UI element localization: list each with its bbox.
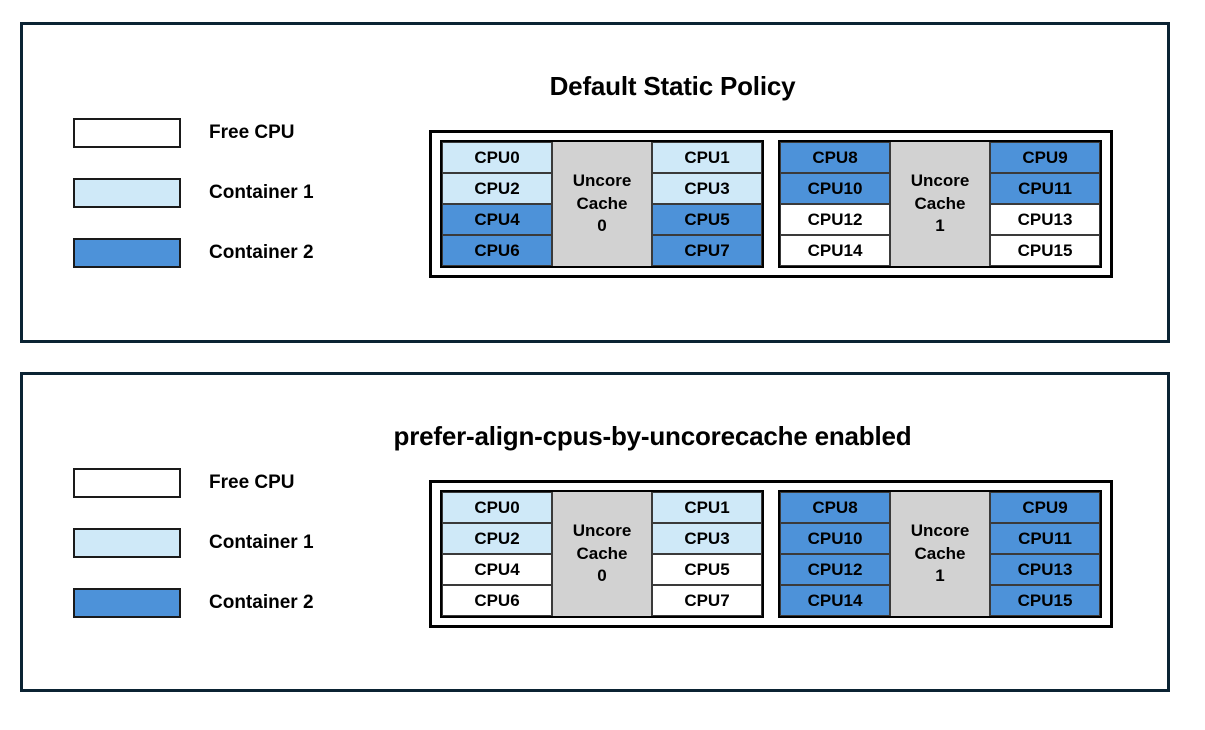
legend-label-free-cpu: Free CPU (209, 472, 295, 493)
uncore-cache-line1: Uncore (572, 521, 632, 541)
cpu-cell: CPU1 (652, 142, 762, 173)
legend: Free CPU Container 1 Container 2 (73, 118, 314, 268)
uncore-cache-line2: Cache (576, 543, 628, 563)
cpu-column-right: CPU9 CPU11 CPU13 CPU15 (990, 142, 1100, 266)
cpu-cell: CPU1 (652, 492, 762, 523)
cpu-cell: CPU5 (652, 204, 762, 235)
cpu-column-left: CPU0 CPU2 CPU4 CPU6 (442, 492, 552, 616)
cpu-cell: CPU15 (990, 235, 1100, 266)
uncore-cache-label: Uncore Cache 0 (552, 492, 652, 616)
cpu-cell: CPU14 (780, 585, 890, 616)
legend-item-free-cpu: Free CPU (73, 118, 314, 148)
cpu-column-left: CPU8 CPU10 CPU12 CPU14 (780, 142, 890, 266)
legend-label-container-1: Container 1 (209, 182, 314, 203)
uncore-cache-label: Uncore Cache 0 (552, 142, 652, 266)
cpu-cell: CPU12 (780, 554, 890, 585)
cpu-cell: CPU8 (780, 142, 890, 173)
legend-label-container-1: Container 1 (209, 532, 314, 553)
legend-item-container-2: Container 2 (73, 588, 314, 618)
cpu-cell: CPU13 (990, 554, 1100, 585)
uncore-cache-group-1: CPU8 CPU10 CPU12 CPU14 Uncore Cache 1 CP… (778, 140, 1102, 268)
legend-item-container-1: Container 1 (73, 528, 314, 558)
cpu-cell: CPU4 (442, 204, 552, 235)
legend-swatch-container-2 (73, 588, 181, 618)
legend-item-free-cpu: Free CPU (73, 468, 314, 498)
cpu-cell: CPU3 (652, 523, 762, 554)
cpu-topology-diagram: CPU0 CPU2 CPU4 CPU6 Uncore Cache 0 CPU1 … (429, 130, 1113, 278)
cpu-column-right: CPU9 CPU11 CPU13 CPU15 (990, 492, 1100, 616)
legend-swatch-container-2 (73, 238, 181, 268)
cpu-cell: CPU7 (652, 235, 762, 266)
cpu-cell: CPU13 (990, 204, 1100, 235)
cpu-cell: CPU2 (442, 173, 552, 204)
cpu-column-left: CPU8 CPU10 CPU12 CPU14 (780, 492, 890, 616)
cpu-cell: CPU8 (780, 492, 890, 523)
cpu-cell: CPU2 (442, 523, 552, 554)
uncore-cache-index: 0 (597, 566, 607, 586)
cpu-cell: CPU9 (990, 492, 1100, 523)
cpu-cell: CPU11 (990, 523, 1100, 554)
uncore-cache-line2: Cache (914, 193, 966, 213)
uncore-cache-group-0: CPU0 CPU2 CPU4 CPU6 Uncore Cache 0 CPU1 … (440, 140, 764, 268)
legend-label-container-2: Container 2 (209, 592, 314, 613)
uncore-cache-line2: Cache (914, 543, 966, 563)
legend-swatch-free-cpu (73, 468, 181, 498)
uncore-cache-line2: Cache (576, 193, 628, 213)
cpu-column-right: CPU1 CPU3 CPU5 CPU7 (652, 492, 762, 616)
cpu-column-left: CPU0 CPU2 CPU4 CPU6 (442, 142, 552, 266)
cpu-topology-diagram: CPU0 CPU2 CPU4 CPU6 Uncore Cache 0 CPU1 … (429, 480, 1113, 628)
cpu-cell: CPU7 (652, 585, 762, 616)
uncore-cache-group-0: CPU0 CPU2 CPU4 CPU6 Uncore Cache 0 CPU1 … (440, 490, 764, 618)
cpu-cell: CPU14 (780, 235, 890, 266)
cpu-cell: CPU5 (652, 554, 762, 585)
uncore-cache-index: 1 (935, 566, 945, 586)
cpu-cell: CPU6 (442, 585, 552, 616)
uncore-cache-group-1: CPU8 CPU10 CPU12 CPU14 Uncore Cache 1 CP… (778, 490, 1102, 618)
legend-item-container-2: Container 2 (73, 238, 314, 268)
page-title: prefer-align-cpus-by-uncorecache enabled (393, 421, 912, 451)
legend-swatch-container-1 (73, 528, 181, 558)
cpu-column-right: CPU1 CPU3 CPU5 CPU7 (652, 142, 762, 266)
cpu-cell: CPU9 (990, 142, 1100, 173)
cpu-cell: CPU4 (442, 554, 552, 585)
uncore-cache-line1: Uncore (910, 521, 970, 541)
cpu-cell: CPU6 (442, 235, 552, 266)
uncore-cache-index: 1 (935, 216, 945, 236)
legend-swatch-free-cpu (73, 118, 181, 148)
legend: Free CPU Container 1 Container 2 (73, 468, 314, 618)
cpu-cell: CPU11 (990, 173, 1100, 204)
cpu-cell: CPU15 (990, 585, 1100, 616)
page-title: Default Static Policy (549, 71, 796, 101)
legend-swatch-container-1 (73, 178, 181, 208)
cpu-cell: CPU3 (652, 173, 762, 204)
cpu-cell: CPU0 (442, 142, 552, 173)
uncore-cache-label: Uncore Cache 1 (890, 492, 990, 616)
cpu-cell: CPU10 (780, 173, 890, 204)
cpu-cell: CPU12 (780, 204, 890, 235)
legend-item-container-1: Container 1 (73, 178, 314, 208)
uncore-cache-label: Uncore Cache 1 (890, 142, 990, 266)
panel-default-static-policy: Default Static Policy Free CPU Container… (20, 22, 1170, 343)
panel-prefer-align-cpus-by-uncorecache: prefer-align-cpus-by-uncorecache enabled… (20, 372, 1170, 692)
uncore-cache-line1: Uncore (910, 171, 970, 191)
legend-label-container-2: Container 2 (209, 242, 314, 263)
cpu-cell: CPU10 (780, 523, 890, 554)
cpu-cell: CPU0 (442, 492, 552, 523)
uncore-cache-index: 0 (597, 216, 607, 236)
legend-label-free-cpu: Free CPU (209, 122, 295, 143)
uncore-cache-line1: Uncore (572, 171, 632, 191)
